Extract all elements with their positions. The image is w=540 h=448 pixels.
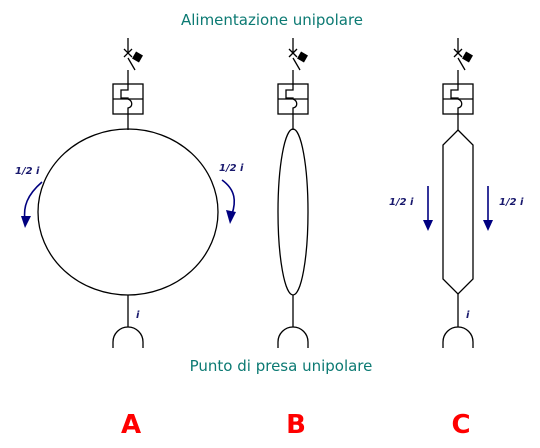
parallel-conductors-c (442, 129, 474, 295)
arrow-right-a (221, 179, 236, 215)
socket-symbol-a (112, 326, 144, 349)
arrow-head-right-a (226, 210, 236, 224)
supply-title: Alimentazione unipolare (181, 11, 363, 29)
half-current-right-a: 1/2 i (219, 163, 244, 174)
half-current-right-c: 1/2 i (499, 197, 524, 208)
arrow-head-left-c (423, 220, 433, 231)
variant-letter-a: A (121, 410, 141, 440)
ring-loop-a (37, 128, 219, 296)
socket-title: Punto di presa unipolare (190, 357, 373, 375)
current-label-c: i (466, 310, 470, 321)
socket-symbol-b (277, 326, 309, 349)
variant-b: B (277, 37, 309, 440)
socket-symbol-c (442, 326, 474, 349)
variant-letter-b: B (286, 410, 306, 440)
variant-c: 1/2 i 1/2 i i C (389, 37, 524, 440)
half-current-left-a: 1/2 i (15, 166, 40, 177)
breaker-symbol-b (277, 37, 309, 115)
variant-a: 1/2 i 1/2 i i A (15, 37, 244, 440)
current-label-a: i (136, 310, 140, 321)
breaker-symbol-c (442, 37, 474, 115)
variant-letter-c: C (451, 410, 470, 440)
narrow-loop-b (277, 128, 309, 296)
arrow-head-left-a (21, 216, 31, 228)
breaker-symbol-a (112, 37, 144, 115)
arrow-head-right-c (483, 220, 493, 231)
half-current-left-c: 1/2 i (389, 197, 414, 208)
